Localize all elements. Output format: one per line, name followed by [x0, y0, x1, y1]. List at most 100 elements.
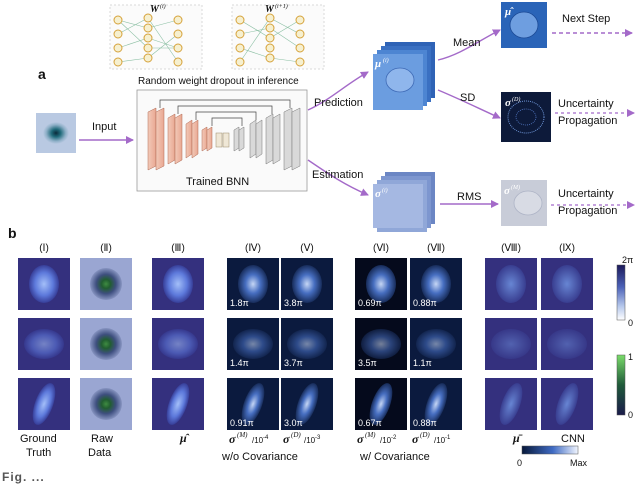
- group-label-without-covariance: w/o Covariance: [221, 451, 298, 463]
- raw-colorbar-min: 0: [628, 410, 633, 420]
- tile-r2-c3: [152, 318, 204, 370]
- tile-r2-c2: [80, 318, 132, 370]
- tile-r2-c4: [227, 318, 279, 370]
- svg-text:σ: σ: [504, 185, 511, 197]
- figure-caption: Fig. ...: [2, 470, 45, 484]
- ground-truth-label-2: Truth: [26, 447, 51, 459]
- column-header-6: (Ⅵ): [373, 243, 389, 254]
- tile-r2-c6: [355, 318, 407, 370]
- uncertainty-label-1a: Uncertainty: [558, 98, 614, 110]
- tile-value-r2-c4: 1.4π: [230, 358, 249, 368]
- tile-r1-c2: [80, 258, 132, 310]
- tile-value-r2-c7: 1.1π: [413, 358, 432, 368]
- tile-r2-c1: [18, 318, 70, 370]
- phase-colorbar-max: 2π: [622, 255, 633, 265]
- tile-r3-c5: [281, 378, 333, 430]
- bottom-labels: Ground Truth Raw Data μ̂ σ (M) /10 -4 σ …: [20, 431, 585, 463]
- uncertainty-label-2b: Propagation: [558, 205, 617, 217]
- cnn-label: CNN: [561, 433, 585, 445]
- network-label: Trained BNN: [186, 176, 249, 188]
- tile-r3-c2: [80, 378, 132, 430]
- tile-r1-c3: [152, 258, 204, 310]
- column-header-3: (Ⅲ): [171, 243, 185, 254]
- prediction-arrow: [307, 71, 369, 111]
- sd-label: SD: [460, 92, 475, 104]
- tile-r1-c6: [355, 258, 407, 310]
- input-image: [36, 113, 76, 153]
- weight-network-i: W (i): [109, 3, 203, 70]
- svg-text:W: W: [265, 4, 275, 15]
- column-header-2: (Ⅱ): [100, 243, 112, 254]
- tile-r1-c8: [485, 258, 537, 310]
- panel-b-label: b: [8, 225, 17, 241]
- svg-text:(i): (i): [383, 57, 389, 64]
- prediction-label: Prediction: [314, 97, 363, 109]
- column-header-7: (Ⅶ): [427, 243, 445, 254]
- tile-value-r3-c7: 0.88π: [413, 418, 437, 428]
- tile-r2-c7: [410, 318, 462, 370]
- raw-colorbar: 1 0: [616, 352, 633, 420]
- tile-r1-c7: [410, 258, 462, 310]
- tile-value-r1-c4: 1.8π: [230, 298, 249, 308]
- svg-text:/10: /10: [380, 436, 392, 445]
- tile-r1-c4: [227, 258, 279, 310]
- sd-arrow: [437, 89, 501, 119]
- svg-text:(M): (M): [365, 431, 376, 439]
- column-header-4: (Ⅳ): [245, 243, 261, 254]
- raw-data-label-2: Data: [88, 447, 112, 459]
- panel-a-label: a: [38, 66, 46, 82]
- tile-value-r1-c5: 3.8π: [284, 298, 303, 308]
- tile-value-r3-c5: 3.0π: [284, 418, 303, 428]
- svg-text:(M): (M): [511, 184, 520, 191]
- svg-text:(D): (D): [420, 431, 430, 439]
- svg-text:/10: /10: [434, 436, 446, 445]
- rms-output-image: σ (M): [501, 180, 547, 226]
- raw-colorbar-max: 1: [628, 352, 633, 362]
- image-tiles: [18, 258, 593, 430]
- sigma-d-v-label: σ: [283, 432, 290, 446]
- group-label-with-covariance: w/ Covariance: [359, 451, 430, 463]
- tile-r3-c9: [541, 378, 593, 430]
- weight-sup-i-plus-1: (i+1): [275, 3, 288, 10]
- tile-r1-c1: [18, 258, 70, 310]
- tile-r3-c4: [227, 378, 279, 430]
- svg-text:μ: μ: [374, 58, 381, 70]
- svg-text:-1: -1: [445, 435, 451, 441]
- estimation-label: Estimation: [312, 169, 363, 181]
- raw-data-label-1: Raw: [91, 433, 113, 445]
- tile-value-r2-c6: 3.5π: [358, 358, 377, 368]
- uncertainty-colorbar: 0 Max: [517, 445, 588, 468]
- svg-text:-3: -3: [315, 435, 321, 441]
- column-header-1: (Ⅰ): [39, 243, 49, 254]
- svg-text:(M): (M): [237, 431, 248, 439]
- estimation-arrow: [307, 159, 369, 196]
- input-label: Input: [92, 121, 116, 133]
- ground-truth-label-1: Ground: [20, 433, 57, 445]
- sigma-d-vii-label: σ: [412, 432, 419, 446]
- weight-sup-i: (i): [160, 3, 166, 10]
- column-header-9: (Ⅸ): [559, 243, 575, 254]
- mu-bar-label: μ̄: [512, 431, 523, 445]
- tile-r1-c9: [541, 258, 593, 310]
- trained-bnn-diagram: Trained BNN: [136, 89, 308, 192]
- tile-value-r3-c4: 0.91π: [230, 418, 254, 428]
- tile-r1-c5: [281, 258, 333, 310]
- column-header-8: (Ⅷ): [501, 243, 521, 254]
- svg-text:σ: σ: [375, 188, 382, 200]
- svg-text:W: W: [150, 4, 160, 15]
- mean-arrow: [437, 29, 501, 61]
- tile-value-r1-c7: 0.88π: [413, 298, 437, 308]
- svg-text:(D): (D): [291, 431, 301, 439]
- image-grid: (Ⅰ)(Ⅱ)(Ⅲ)(Ⅳ)(Ⅴ)(Ⅵ)(Ⅶ)(Ⅷ)(Ⅸ): [39, 243, 575, 254]
- tile-r3-c6: [355, 378, 407, 430]
- svg-text:-4: -4: [263, 435, 269, 441]
- tile-r3-c8: [485, 378, 537, 430]
- uncertainty-label-2a: Uncertainty: [558, 188, 614, 200]
- svg-text:(D): (D): [512, 96, 520, 103]
- mean-label: Mean: [453, 37, 481, 49]
- estimation-stack-image: σ (i): [373, 172, 435, 232]
- dropout-note: Random weight dropout in inference: [138, 76, 299, 87]
- svg-text:(i): (i): [382, 187, 388, 194]
